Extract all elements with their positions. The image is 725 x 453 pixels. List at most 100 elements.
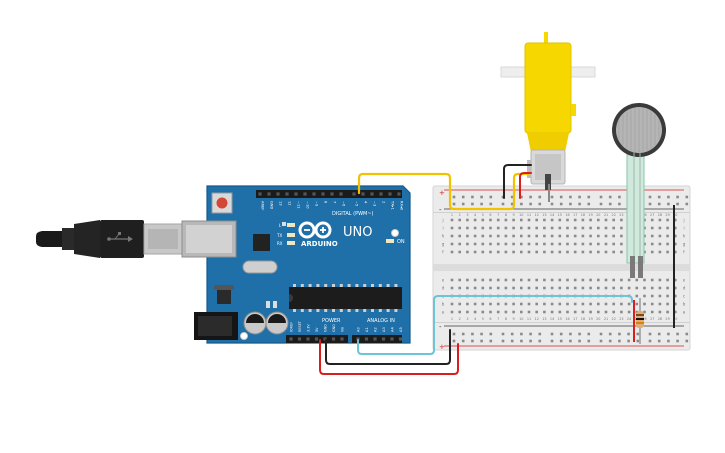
model-label: UNO bbox=[343, 225, 372, 240]
chip-leg bbox=[300, 284, 304, 287]
chip-leg bbox=[386, 284, 390, 287]
usb-icon bbox=[107, 232, 133, 242]
column-label: 29 bbox=[665, 213, 669, 217]
wire-cyan bbox=[357, 295, 633, 355]
row-label: f bbox=[442, 250, 444, 255]
breadboard-hole bbox=[543, 310, 546, 314]
breadboard-hole bbox=[674, 226, 677, 230]
power-pin-label: IOREF bbox=[290, 322, 294, 332]
rail-hole bbox=[618, 195, 621, 199]
breadboard-hole bbox=[581, 242, 585, 246]
row-label: g bbox=[442, 242, 445, 247]
breadboard-hole bbox=[573, 250, 577, 254]
breadboard-hole bbox=[535, 302, 538, 306]
breadboard-hole bbox=[535, 278, 538, 282]
breadboard-hole bbox=[458, 310, 461, 314]
breadboard-hole bbox=[558, 242, 562, 246]
rail-hole bbox=[480, 202, 483, 206]
column-label: 17 bbox=[573, 317, 577, 321]
breadboard-hole bbox=[581, 226, 585, 230]
reset-button-cap bbox=[216, 197, 228, 209]
analog-pin-label: A1 bbox=[365, 327, 369, 332]
breadboard-hole bbox=[550, 234, 554, 238]
breadboard-hole bbox=[581, 218, 585, 222]
breadboard-hole bbox=[620, 250, 623, 254]
breadboard-hole bbox=[535, 218, 538, 222]
breadboard-hole bbox=[627, 310, 631, 314]
rail-hole bbox=[618, 332, 621, 336]
breadboard-hole bbox=[527, 302, 531, 306]
breadboard-hole bbox=[589, 310, 592, 314]
column-label: 4 bbox=[474, 213, 476, 217]
breadboard-hole bbox=[473, 250, 477, 254]
rail-hole bbox=[471, 202, 474, 206]
breadboard-hole bbox=[520, 218, 523, 222]
column-label: 21 bbox=[604, 317, 608, 321]
column-label: 13 bbox=[542, 213, 546, 217]
breadboard-hole bbox=[550, 302, 554, 306]
breadboard-hole bbox=[674, 218, 677, 222]
rail-hole bbox=[461, 195, 465, 199]
chip-leg bbox=[324, 309, 328, 312]
breadboard-hole bbox=[581, 310, 585, 314]
breadboard-hole bbox=[573, 242, 577, 246]
breadboard-hole bbox=[589, 218, 592, 222]
breadboard-holes bbox=[450, 195, 689, 343]
column-label: 6 bbox=[489, 317, 491, 321]
column-label: 23 bbox=[619, 317, 623, 321]
chip-leg bbox=[308, 284, 312, 287]
rail-hole bbox=[510, 195, 514, 199]
breadboard-hole bbox=[573, 278, 577, 282]
breadboard-hole bbox=[527, 226, 531, 230]
breadboard-hole bbox=[543, 218, 546, 222]
column-label: 9 bbox=[513, 317, 515, 321]
breadboard-hole bbox=[481, 242, 485, 246]
breadboard-hole bbox=[466, 286, 469, 290]
header-pin bbox=[398, 337, 403, 341]
column-label: 9 bbox=[513, 213, 515, 217]
analog-label: ANALOG IN bbox=[367, 318, 395, 324]
force-sensor-lead bbox=[638, 256, 643, 278]
breadboard-hole bbox=[481, 234, 485, 238]
breadboard-hole bbox=[620, 302, 623, 306]
rail-hole bbox=[461, 339, 465, 343]
power-label: POWER bbox=[322, 318, 341, 324]
breadboard-hole bbox=[566, 250, 569, 254]
column-label: 5 bbox=[482, 317, 484, 321]
header-pin bbox=[323, 337, 327, 341]
breadboard-hole bbox=[489, 286, 492, 290]
breadboard-hole bbox=[512, 278, 515, 282]
breadboard-hole bbox=[558, 250, 562, 254]
rail-hole bbox=[559, 195, 563, 199]
breadboard-hole bbox=[458, 226, 461, 230]
analog-header bbox=[352, 335, 402, 343]
breadboard-hole bbox=[597, 250, 600, 254]
rail-hole bbox=[471, 332, 474, 336]
breadboard-hole bbox=[558, 302, 562, 306]
rail-hole bbox=[587, 332, 591, 336]
rail-hole bbox=[471, 195, 474, 199]
breadboard-hole bbox=[643, 294, 646, 298]
rail-hole bbox=[452, 202, 456, 206]
rail-hole bbox=[636, 332, 640, 336]
breadboard-hole bbox=[666, 250, 669, 254]
header-pin bbox=[340, 337, 344, 341]
rail-hole bbox=[471, 339, 474, 343]
rail-hole bbox=[452, 339, 456, 343]
breadboard-hole bbox=[666, 294, 669, 298]
rail-hole bbox=[569, 339, 572, 343]
breadboard-hole bbox=[612, 234, 615, 238]
analog-pin-label: A4 bbox=[391, 327, 395, 332]
power-pin-label: RESET bbox=[298, 320, 302, 332]
rail-hole bbox=[636, 339, 640, 343]
column-label: 16 bbox=[565, 213, 569, 217]
breadboard-hole bbox=[543, 286, 546, 290]
breadboard-hole bbox=[666, 226, 669, 230]
column-label: 12 bbox=[535, 317, 539, 321]
header-pin bbox=[330, 192, 334, 196]
header-pin bbox=[381, 337, 386, 341]
column-label: 30 bbox=[673, 317, 677, 321]
breadboard-hole bbox=[543, 226, 546, 230]
breadboard-hole bbox=[666, 286, 669, 290]
